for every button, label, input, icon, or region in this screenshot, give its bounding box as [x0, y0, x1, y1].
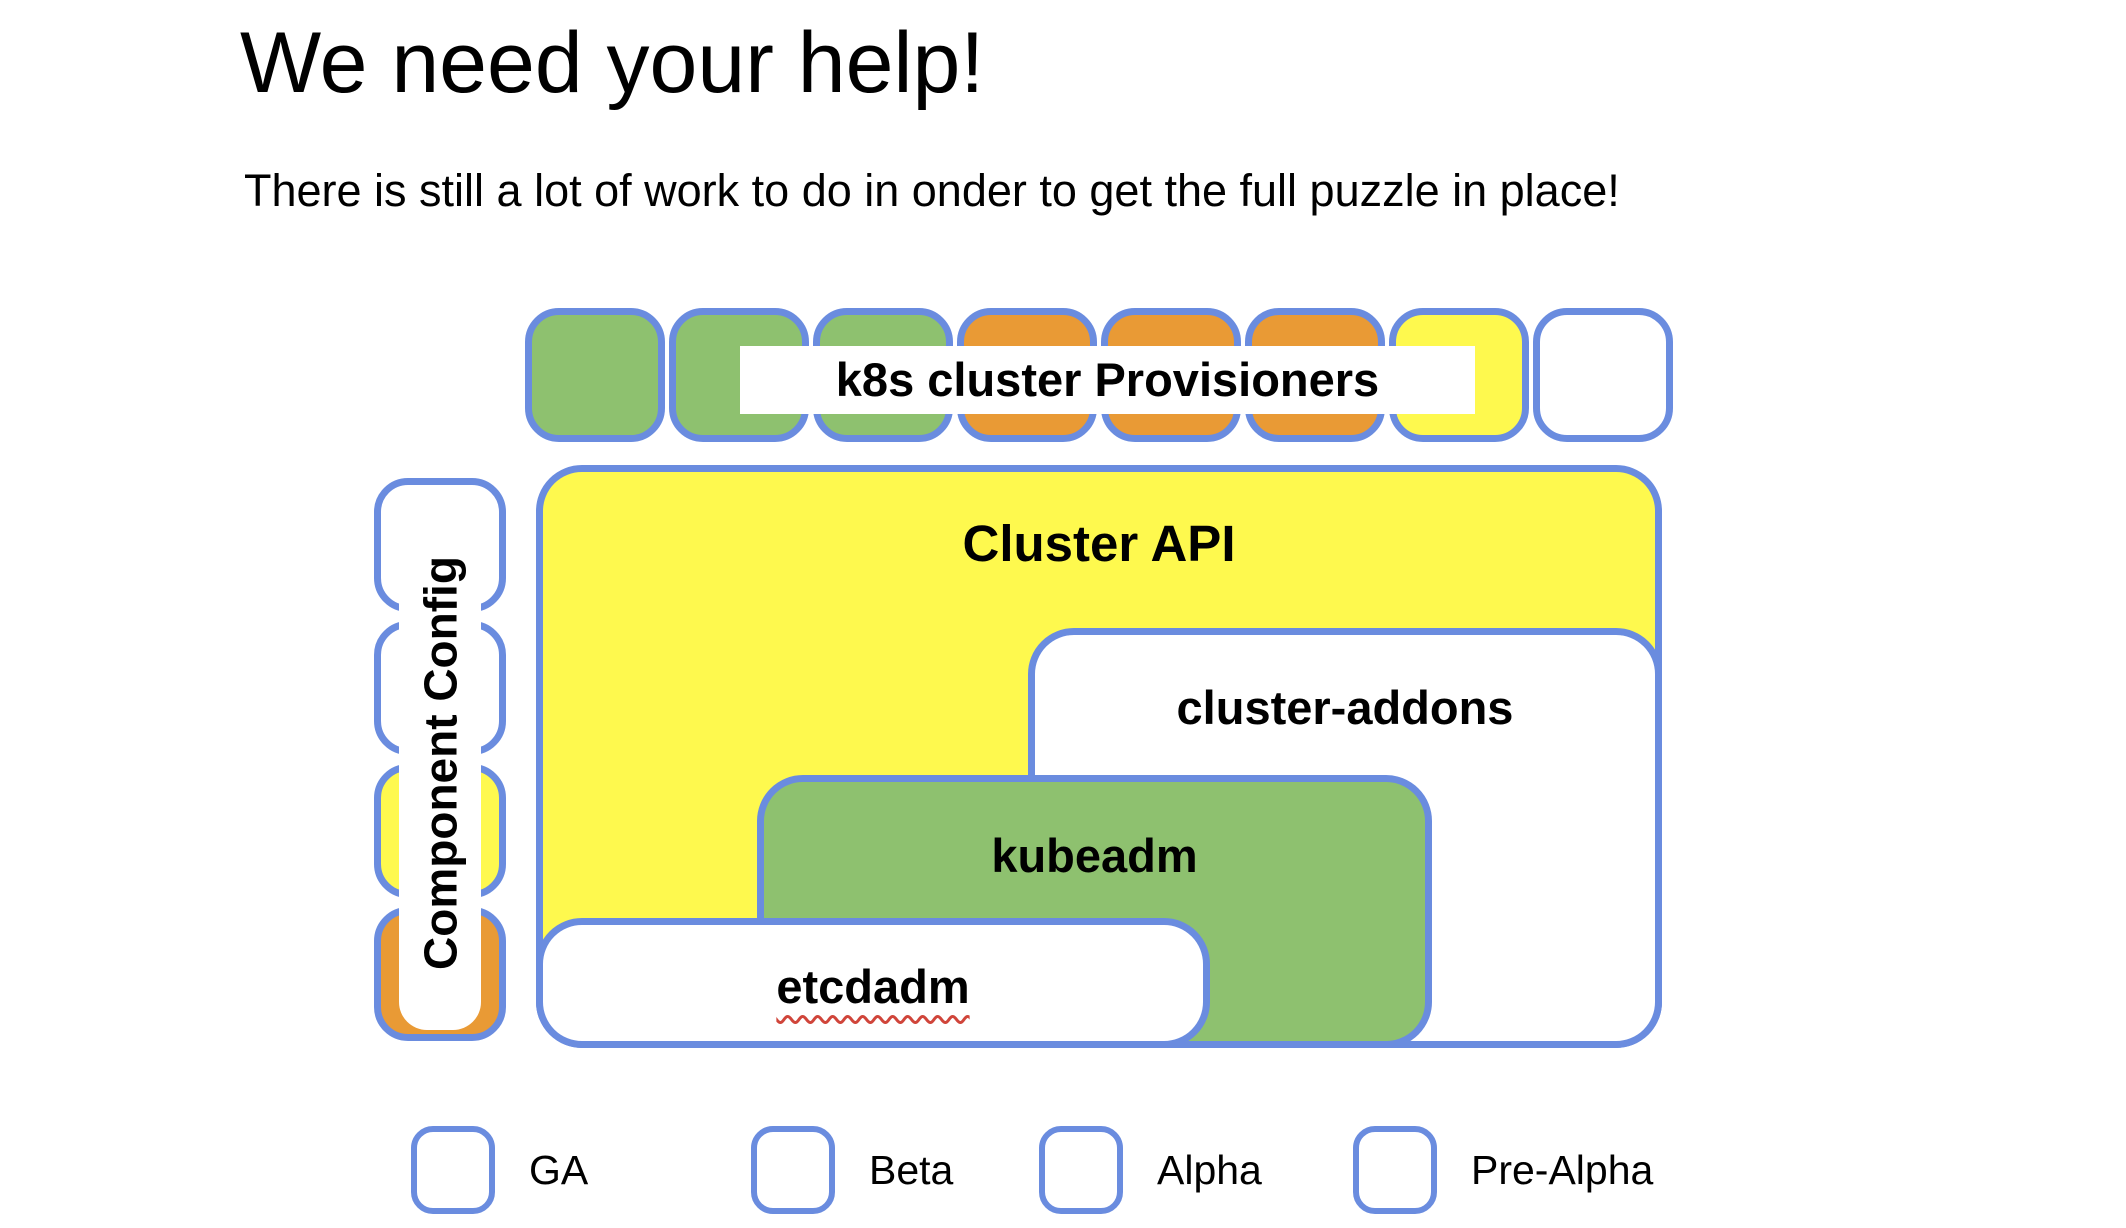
provisioners-label: k8s cluster Provisioners [740, 346, 1475, 414]
etcdadm-label: etcdadm [776, 960, 970, 1013]
page-subtitle: There is still a lot of work to do in on… [244, 165, 1620, 216]
legend-swatch-ga [411, 1126, 495, 1214]
legend-item-beta: Beta [751, 1126, 953, 1214]
legend-swatch-alpha [1039, 1126, 1123, 1214]
cluster-api-label: Cluster API [962, 515, 1236, 572]
provisioner-square-1-ga [525, 308, 665, 442]
etcdadm-box: etcdadm [536, 918, 1210, 1048]
legend-item-ga: GA [411, 1126, 588, 1214]
legend-label: GA [529, 1146, 589, 1193]
component-config-label-box: Component Config [399, 497, 481, 1030]
component-config-label: Component Config [414, 556, 467, 970]
legend-label: Pre-Alpha [1471, 1146, 1654, 1193]
provisioner-square-8-prealpha [1533, 308, 1673, 442]
cluster-addons-label: cluster-addons [1176, 681, 1514, 734]
legend-label: Beta [869, 1146, 954, 1193]
legend-item-pre-alpha: Pre-Alpha [1353, 1126, 1653, 1214]
legend-swatch-prealpha [1353, 1126, 1437, 1214]
kubeadm-label: kubeadm [991, 829, 1198, 882]
legend-swatch-beta [751, 1126, 835, 1214]
legend-label: Alpha [1157, 1146, 1262, 1193]
page-title: We need your help! [240, 15, 985, 111]
legend-item-alpha: Alpha [1039, 1126, 1262, 1214]
